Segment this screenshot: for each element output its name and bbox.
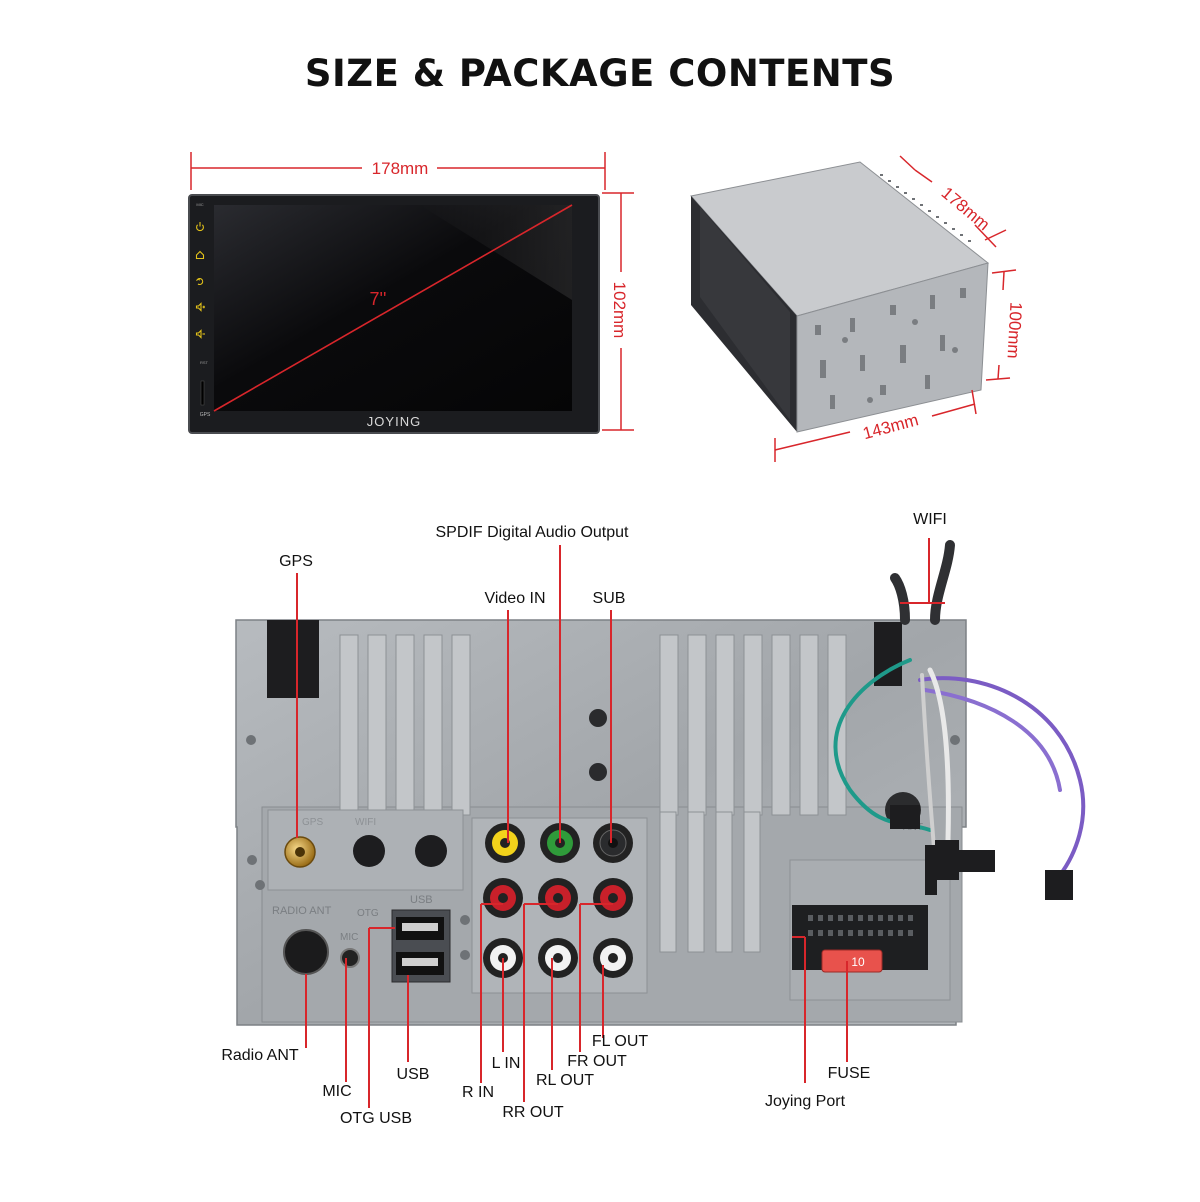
rst-mark: RST [200, 360, 209, 365]
label-otg-usb: OTG USB [340, 1110, 412, 1127]
otg-panel-mark: OTG [357, 908, 379, 919]
fuse [821, 949, 883, 973]
rca-video-in [485, 823, 525, 863]
gps-panel-mark: GPS [302, 817, 323, 828]
brand-logo: JOYING [367, 414, 421, 429]
mic-mark: MIC [196, 202, 203, 207]
front-height-dimension: 102mm [602, 192, 634, 431]
wifi-panel-mark: WIFI [355, 817, 376, 828]
sd-slot [200, 380, 205, 406]
box-head-unit [690, 161, 990, 433]
diagonal-label: 7'' [370, 289, 387, 309]
label-spdif: SPDIF Digital Audio Output [436, 524, 630, 541]
front-head-unit: 7'' JOYING MIC RST GPS [188, 194, 600, 434]
front-height-label: 102mm [610, 282, 629, 339]
label-rr-out: RR OUT [502, 1104, 564, 1121]
label-fl-out: FL OUT [592, 1033, 649, 1050]
box-depth-label: 178mm [938, 183, 994, 234]
label-radio-ant: Radio ANT [221, 1047, 299, 1064]
label-r-in: R IN [462, 1084, 494, 1101]
label-fuse: FUSE [828, 1065, 871, 1082]
volume-down-icon[interactable] [195, 329, 206, 339]
back-icon[interactable] [196, 277, 204, 286]
label-rl-out: RL OUT [536, 1072, 594, 1089]
fuse-value: 10 [851, 955, 865, 969]
mic-jack [340, 948, 360, 968]
box-height-label: 100mm [1004, 301, 1026, 359]
radio-ant-panel-mark: RADIO ANT [272, 905, 332, 917]
size-diagrams: 178mm 102mm 7'' JOYING MIC RST GPS [188, 152, 1026, 462]
callout-lines [296, 538, 945, 1108]
page-title: SIZE & PACKAGE CONTENTS [304, 52, 896, 95]
rca-rr-out [538, 878, 578, 918]
rca-rl-out [538, 938, 578, 978]
rca-fl-out [593, 938, 633, 978]
rear-panel-diagram: GPS WIFI RADIO ANT OTG MIC USB ANT [221, 511, 1086, 1127]
mic-panel-mark: MIC [340, 932, 358, 943]
rca-sub [593, 823, 633, 863]
radio-antenna-port [283, 929, 329, 975]
label-joying-port: Joying Port [765, 1093, 846, 1110]
wifi-port-hole [353, 835, 385, 867]
label-sub: SUB [593, 590, 626, 607]
rca-fr-out [593, 878, 633, 918]
wires [833, 540, 1086, 900]
power-icon[interactable] [196, 222, 204, 232]
gps-mark: GPS [200, 412, 211, 418]
front-width-label: 178mm [372, 159, 429, 178]
label-gps: GPS [279, 553, 313, 570]
label-l-in: L IN [492, 1055, 521, 1072]
volume-up-icon[interactable] [195, 302, 206, 312]
label-usb: USB [397, 1066, 430, 1083]
rca-r-in [483, 878, 523, 918]
front-width-dimension: 178mm [190, 152, 606, 190]
diagonal-line [213, 204, 573, 412]
usb-panel-mark: USB [410, 894, 433, 906]
label-fr-out: FR OUT [567, 1053, 627, 1070]
label-video-in: Video IN [484, 590, 545, 607]
label-mic: MIC [322, 1083, 351, 1100]
label-wifi: WIFI [913, 511, 947, 528]
home-icon[interactable] [195, 250, 205, 260]
box-height-dimension: 100mm [985, 269, 1026, 381]
